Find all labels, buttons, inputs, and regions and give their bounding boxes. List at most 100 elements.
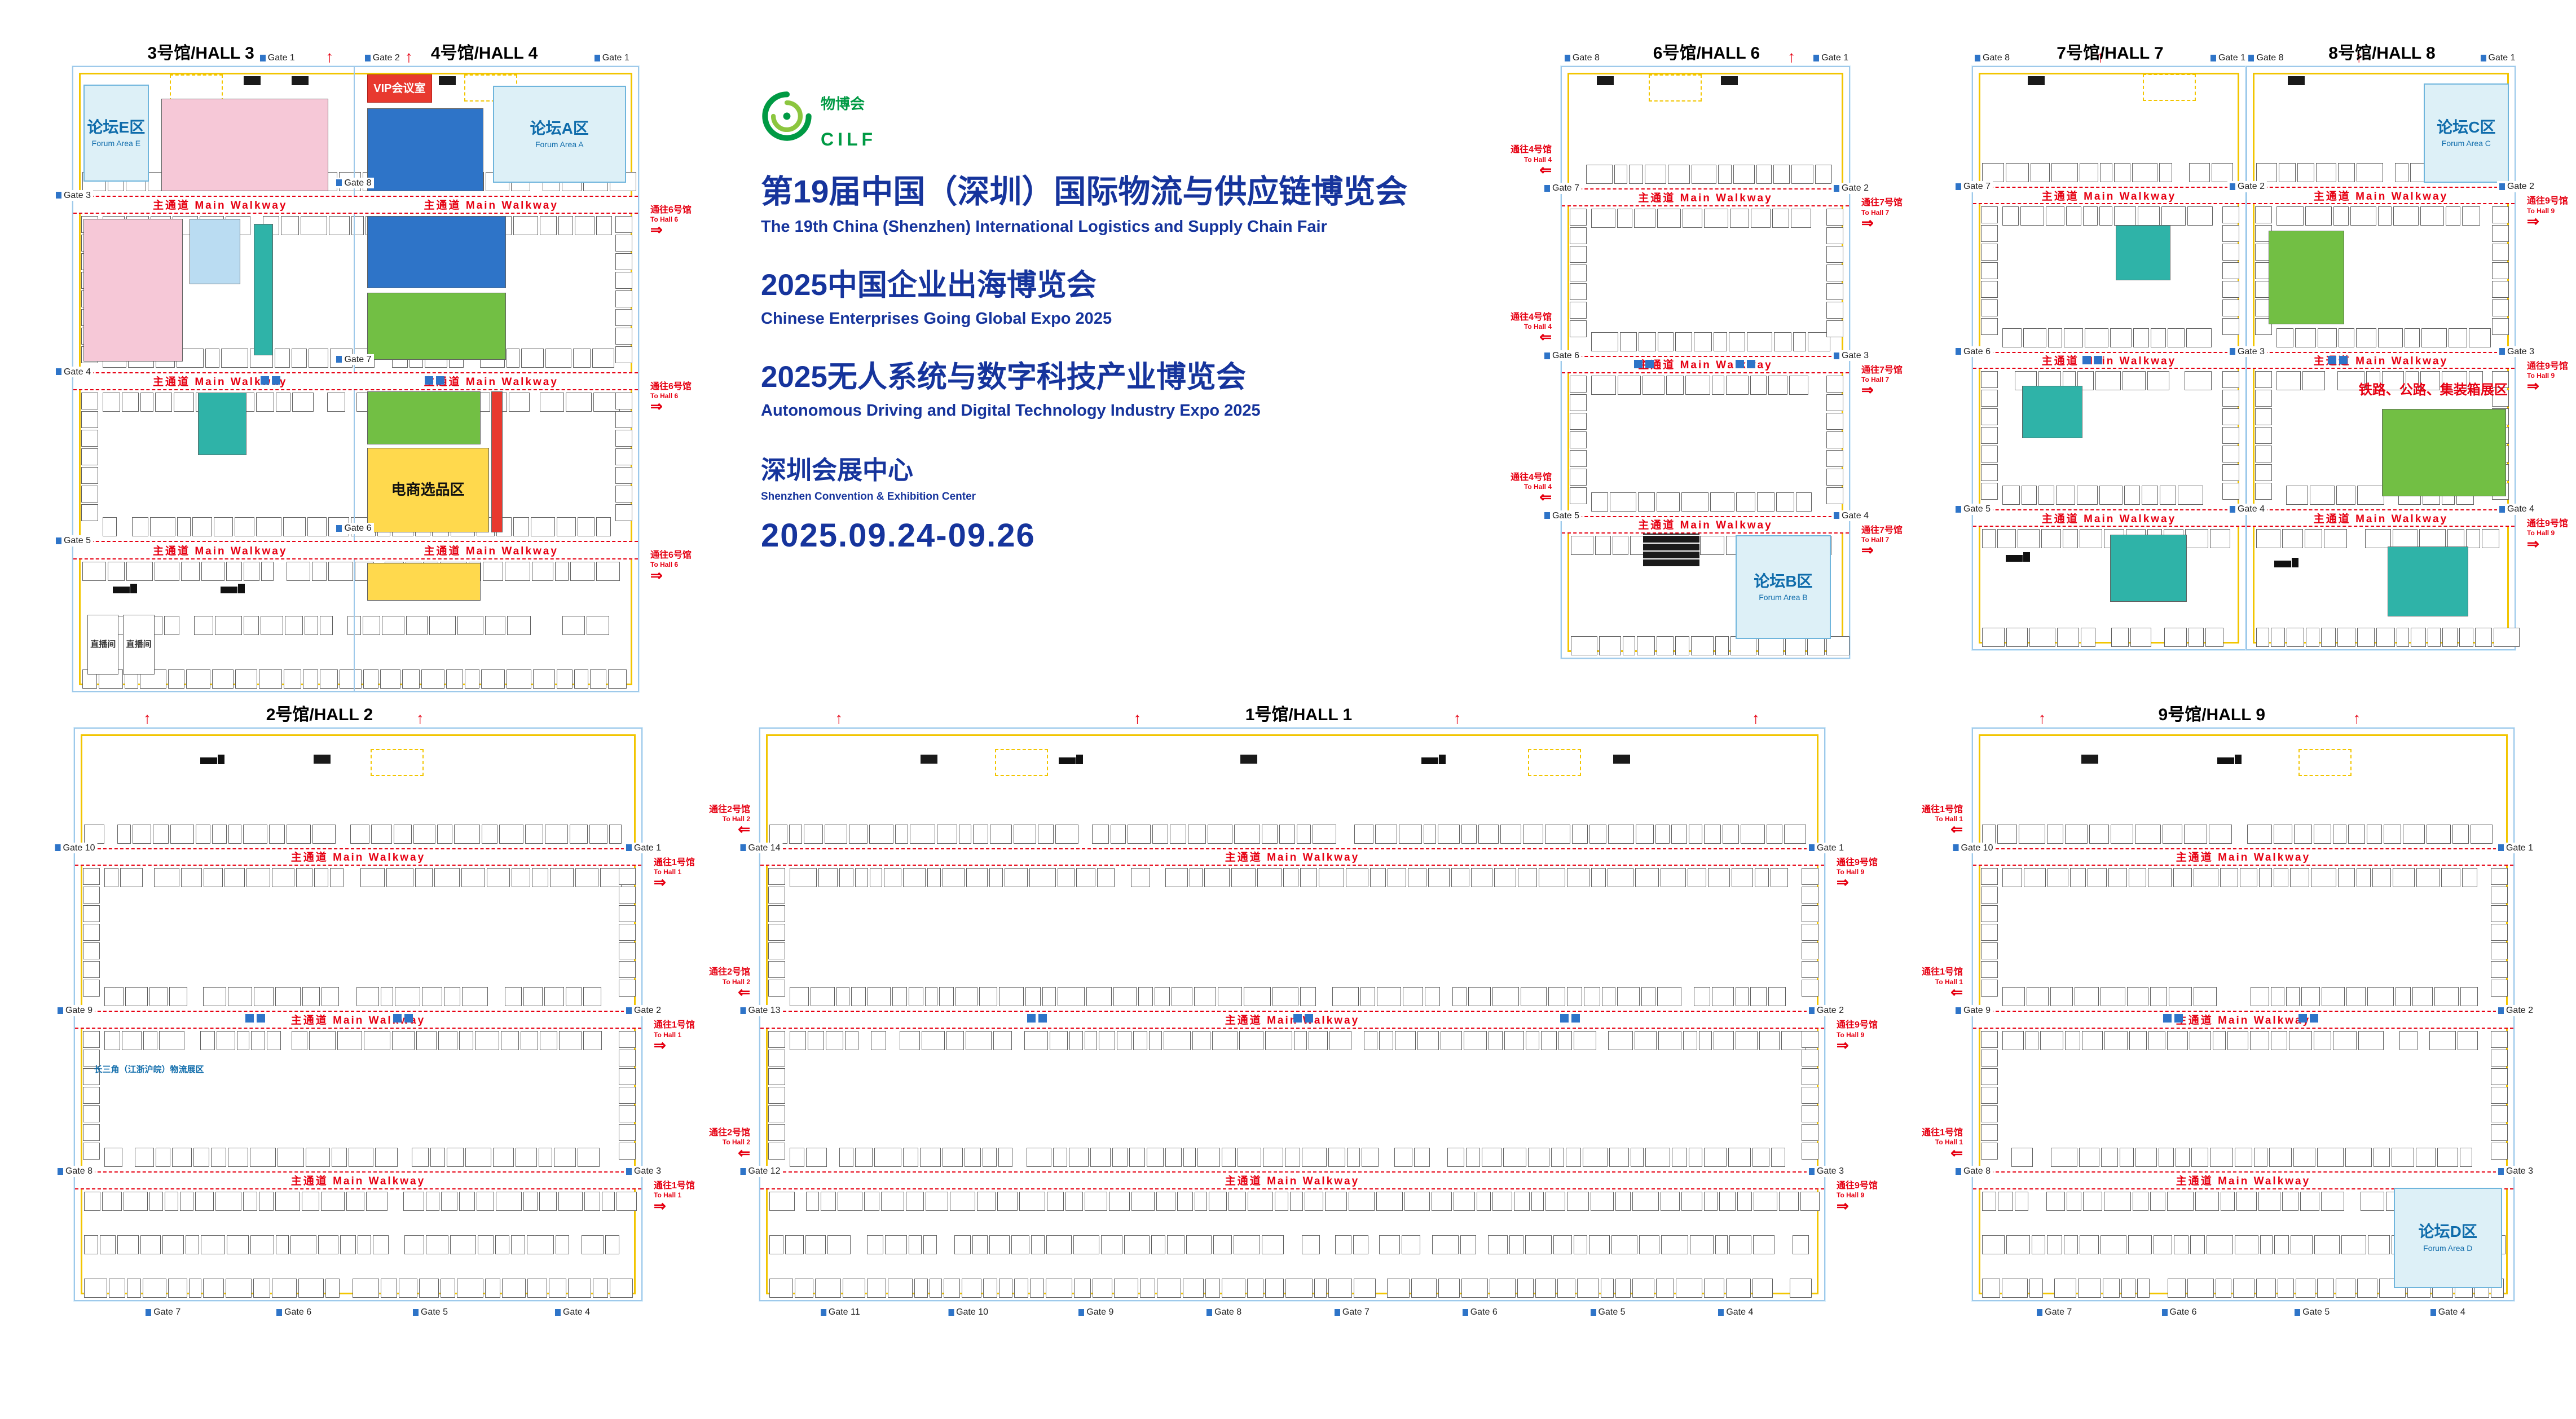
booth (848, 824, 868, 844)
booth (348, 1148, 374, 1167)
booth (2492, 244, 2509, 261)
entrance-arrow-icon: ↑ (1133, 710, 1142, 727)
booth-row (1982, 1279, 2504, 1298)
booth (900, 1030, 921, 1050)
booth (456, 1279, 484, 1298)
booth (924, 987, 938, 1007)
booth (1324, 1191, 1348, 1211)
booth (2302, 371, 2326, 391)
booth (2415, 1148, 2436, 1167)
aisle-gap (571, 1235, 579, 1254)
booth (1632, 1279, 1654, 1298)
booth (437, 824, 453, 844)
booth (2337, 371, 2364, 391)
connector-label-zh: 通往1号馆 (1922, 1128, 1963, 1138)
booth (1265, 1279, 1284, 1298)
gate-gate-3: Gate 3 (53, 190, 94, 201)
gate-gate-6: Gate 6 (1460, 1307, 1500, 1318)
booth (1057, 867, 1075, 887)
booth (162, 1235, 184, 1254)
booth (298, 1279, 324, 1298)
booth (1826, 636, 1850, 655)
booth (1713, 332, 1728, 351)
booth (600, 867, 622, 887)
booth (1826, 394, 1843, 412)
gate-gate-3: Gate 3 (1806, 1166, 1847, 1177)
aisle-gap (1380, 1148, 1393, 1167)
booth (2491, 942, 2508, 959)
booth-block-teal (2022, 385, 2083, 438)
booth (2310, 486, 2335, 505)
booth (2427, 824, 2451, 844)
booth (419, 1279, 439, 1298)
booth (1703, 1191, 1718, 1211)
booth (228, 824, 242, 844)
gate-gate-4: Gate 4 (53, 366, 94, 378)
booth (2084, 328, 2108, 347)
gate-label: Gate 6 (284, 1307, 312, 1317)
booth (2194, 867, 2219, 887)
booth (1826, 469, 1843, 486)
booth (1802, 886, 1818, 904)
booth (301, 216, 327, 236)
booth (483, 562, 504, 581)
booth (83, 886, 100, 904)
booth (927, 867, 941, 887)
booth (966, 1030, 992, 1050)
booth (465, 1148, 491, 1167)
booth (1612, 535, 1629, 555)
booth (1802, 979, 1818, 997)
booth (1204, 867, 1230, 887)
booth (1488, 1235, 1508, 1254)
booth (511, 1235, 525, 1254)
aisle-gap (1014, 1031, 1022, 1050)
aisle-gap (888, 1031, 899, 1050)
booth (871, 1030, 886, 1050)
booth (1093, 1279, 1112, 1298)
booth (155, 562, 179, 581)
booth (275, 393, 290, 412)
booth (768, 1049, 785, 1067)
booth (532, 867, 548, 887)
booth (302, 987, 320, 1007)
aisle-gap (2171, 371, 2183, 390)
booth (1635, 867, 1659, 887)
booth (619, 923, 636, 941)
gate-label: Gate 7 (2045, 1307, 2072, 1317)
booth (1531, 1191, 1544, 1211)
door-icon (2229, 506, 2235, 513)
booth (2108, 867, 2127, 887)
booth (2491, 979, 2508, 997)
booth-block-blue (367, 216, 506, 288)
booth (481, 824, 498, 844)
gate-gate-3: Gate 3 (2496, 346, 2537, 358)
entrance-arrow-icon: ↑ (143, 710, 151, 727)
gate-gate-11: Gate 11 (818, 1307, 862, 1318)
booth (1494, 867, 1517, 887)
gate-gate-4: Gate 4 (2227, 504, 2267, 515)
booth-row (2002, 328, 2216, 347)
booth (2002, 867, 2023, 887)
booth (1759, 1030, 1780, 1050)
main-walkway: 主通道 Main Walkway (760, 1011, 1824, 1029)
door-icon (412, 1308, 419, 1316)
booth (1272, 987, 1298, 1007)
booth (2345, 1148, 2372, 1167)
booth (2491, 1049, 2508, 1067)
booth (1030, 1279, 1045, 1298)
booth (1668, 165, 1690, 184)
booth (2025, 1030, 2038, 1050)
door-icon (626, 844, 632, 852)
booth (1981, 1030, 1998, 1048)
booth (1234, 824, 1260, 844)
booth (1156, 1191, 1175, 1211)
connector-label-en: To Hall 7 (1861, 208, 1890, 217)
booth (1981, 427, 1998, 444)
booth (2448, 328, 2468, 347)
booth (1197, 1148, 1220, 1167)
door-icon (1564, 54, 1570, 61)
booth (2185, 371, 2212, 391)
booth (1247, 1279, 1263, 1298)
